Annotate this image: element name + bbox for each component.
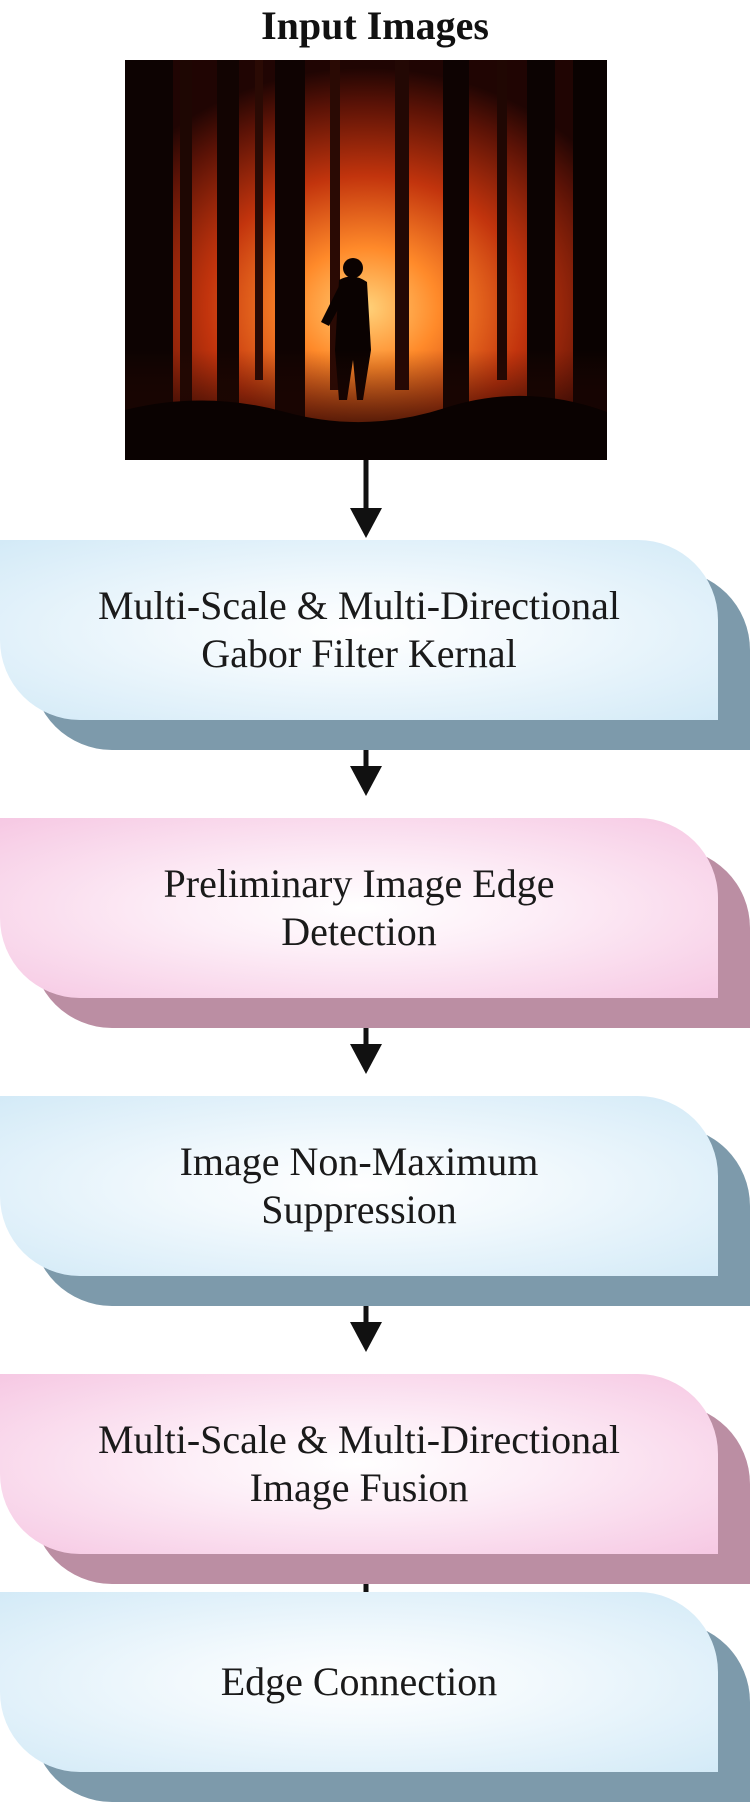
diagram-title: Input Images	[261, 3, 489, 48]
step-label-line: Suppression	[261, 1187, 457, 1232]
step-label-line: Image Fusion	[249, 1465, 469, 1510]
step-label-line: Multi-Scale & Multi-Directional	[97, 1417, 621, 1462]
step-box: Edge Connection	[0, 1592, 718, 1772]
forest-fire-photo	[125, 60, 607, 460]
step-image-fusion: Multi-Scale & Multi-Directional Image Fu…	[0, 1374, 750, 1584]
step-box: Preliminary Image Edge Detection	[0, 818, 718, 998]
step-box: Multi-Scale & Multi-Directional Image Fu…	[0, 1374, 718, 1554]
step-box: Multi-Scale & Multi-Directional Gabor Fi…	[0, 540, 718, 720]
step-label-line: Edge Connection	[220, 1659, 498, 1704]
step-label-line: Gabor Filter Kernal	[201, 631, 517, 676]
step-gabor-filter-kernal: Multi-Scale & Multi-Directional Gabor Fi…	[0, 540, 750, 750]
step-label-line: Detection	[281, 909, 437, 954]
step-box: Image Non-Maximum Suppression	[0, 1096, 718, 1276]
step-edge-connection: Edge Connection	[0, 1592, 750, 1802]
step-label-line: Image Non-Maximum	[179, 1139, 539, 1184]
step-label-line: Preliminary Image Edge	[163, 861, 555, 906]
step-non-maximum-suppression: Image Non-Maximum Suppression	[0, 1096, 750, 1306]
step-preliminary-edge-detection: Preliminary Image Edge Detection	[0, 818, 750, 1028]
step-label-line: Multi-Scale & Multi-Directional	[97, 583, 621, 628]
